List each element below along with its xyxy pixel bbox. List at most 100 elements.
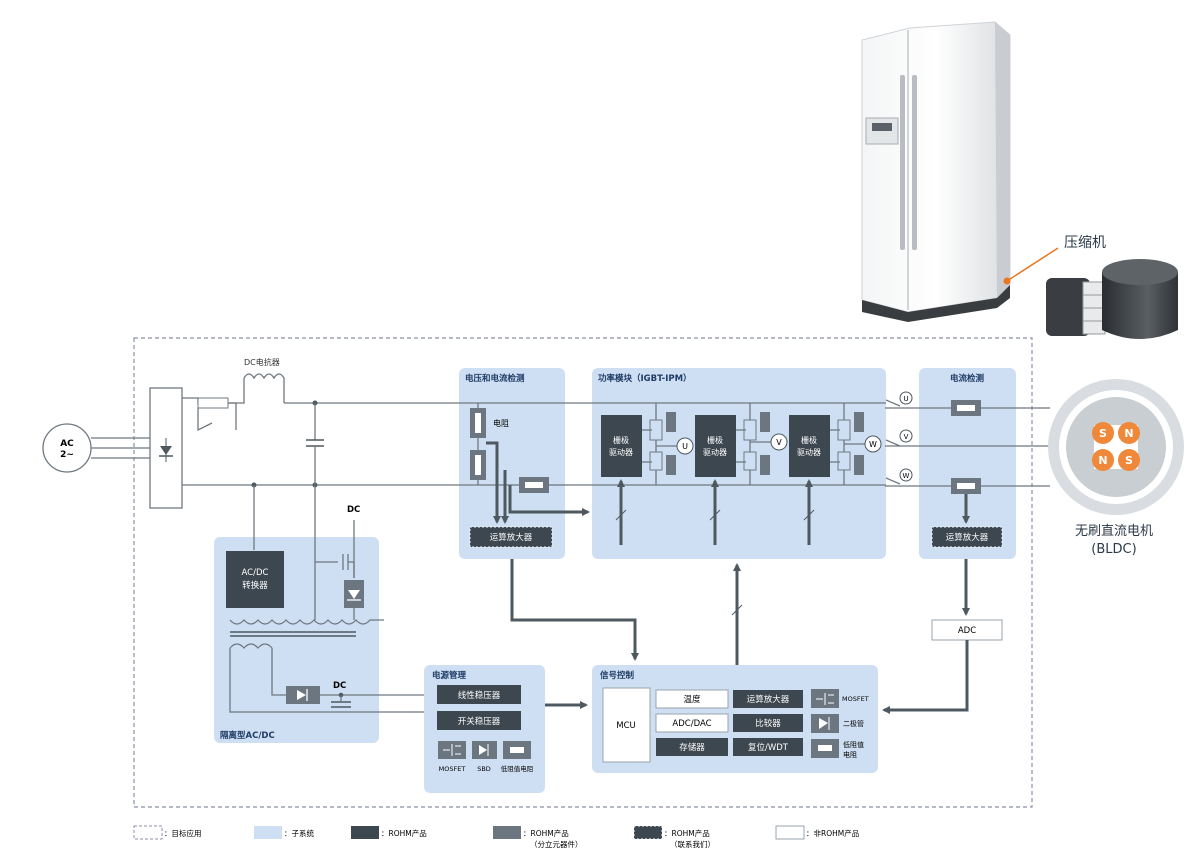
- compressor-label: 压缩机: [1064, 235, 1106, 251]
- svg-text:（联系我们）: （联系我们）: [670, 839, 715, 849]
- comparator-box: [733, 714, 803, 732]
- dc-reactor-coil: [243, 373, 285, 403]
- cd-opamp-box: [931, 526, 1003, 548]
- svg-text:运算放大器: 运算放大器: [747, 694, 790, 705]
- pm-part-resistor: 低阻值电阻: [501, 764, 534, 773]
- gate-driver-u: 栅极 驱动器: [601, 415, 642, 477]
- current-detect-block: [919, 368, 1016, 559]
- sc-diode-label: 二极管: [843, 719, 864, 728]
- legend-swatch-non-rohm: [775, 825, 805, 840]
- gate-driver-v: 栅极 驱动器: [695, 415, 736, 477]
- reset-wdt-box: [733, 738, 803, 756]
- svg-text:存储器: 存储器: [679, 742, 705, 753]
- dc-mid-label: DC: [333, 681, 346, 691]
- acdc-converter-label-2: 转换器: [242, 580, 268, 591]
- svg-text:开关稳压器: 开关稳压器: [458, 716, 501, 727]
- sc-diode-icon: [811, 714, 839, 733]
- legend-swatch-target: [133, 825, 163, 840]
- svg-text:S: S: [1125, 454, 1133, 467]
- isolated-acdc-title: 隔离型AC/DC: [220, 730, 275, 741]
- svg-text:线性稳压器: 线性稳压器: [458, 690, 501, 701]
- acdc-converter-box: [226, 551, 284, 608]
- legend-swatch-subsystem: [254, 826, 282, 839]
- svg-text:驱动器: 驱动器: [797, 447, 821, 457]
- acdc-converter-label-1: AC/DC: [242, 568, 269, 578]
- svg-text:栅极: 栅极: [801, 435, 817, 445]
- legend: ：目标应用 ：子系统 ：ROHM产品 ：ROHM产品 （分立元器件） ：ROHM…: [133, 825, 859, 849]
- inrush-resistor: [197, 397, 229, 409]
- transformer-coil-secondary: [229, 643, 273, 649]
- dc-reactor-label: DC电抗器: [244, 357, 280, 367]
- igbt-bridge-u: [642, 403, 677, 485]
- svg-text:U: U: [903, 395, 908, 403]
- pm-part-sbd: SBD: [477, 765, 491, 773]
- adc-label: ADC: [958, 626, 976, 636]
- dc-top-label: DC: [347, 505, 360, 515]
- igbt-bridge-w: [830, 403, 866, 485]
- svg-text:栅极: 栅极: [613, 435, 629, 445]
- svg-text:栅极: 栅极: [707, 435, 723, 445]
- svg-text:（分立元器件）: （分立元器件）: [530, 839, 583, 849]
- adc-dac-box: [655, 713, 729, 733]
- svg-text:：目标应用: ：目标应用: [164, 828, 202, 838]
- power-management-title: 电源管理: [432, 670, 467, 681]
- cd-opamp-label: 运算放大器: [946, 532, 989, 543]
- pm-sbd-icon: [472, 741, 497, 759]
- compressor-leader-dot: [1003, 277, 1011, 285]
- phase-v-circle: V: [770, 433, 788, 451]
- target-application-frame: [133, 337, 1033, 808]
- svg-text:：非ROHM产品: ：非ROHM产品: [806, 828, 859, 838]
- svg-text:V: V: [904, 433, 909, 441]
- switching-regulator: [437, 711, 521, 730]
- motor-name: 无刷直流电机: [1075, 524, 1153, 539]
- linear-regulator: [437, 685, 521, 704]
- svg-text:：ROHM产品: ：ROHM产品: [381, 828, 427, 838]
- phase-w-circle: W: [864, 435, 882, 453]
- rectifier-bridge: [149, 387, 183, 509]
- sc-opamp-box: [733, 690, 803, 708]
- current-detect-title: 电流检测: [950, 373, 985, 384]
- compressor-leader: [1006, 247, 1059, 282]
- svg-text:驱动器: 驱动器: [609, 447, 633, 457]
- gate-driver-w: 栅极 驱动器: [789, 415, 830, 477]
- svg-text:S: S: [1099, 427, 1107, 440]
- svg-text:：ROHM产品: ：ROHM产品: [664, 828, 710, 838]
- transformer-coil-primary: [229, 619, 384, 625]
- phase-u-out: U: [899, 391, 913, 405]
- sc-mosfet-icon: [811, 689, 839, 708]
- temperature-box: [655, 689, 729, 709]
- svg-text:：子系统: ：子系统: [284, 828, 314, 838]
- sc-low-res-label-1: 低阻值: [843, 740, 864, 749]
- phase-u-circle: U: [676, 437, 694, 455]
- compressor-illustration: [1046, 259, 1178, 339]
- svg-text:ADC/DAC: ADC/DAC: [672, 719, 711, 729]
- svg-text:MCU: MCU: [616, 721, 636, 731]
- svg-text:N: N: [1124, 427, 1133, 440]
- power-module-title: 功率模块（IGBT-IPM）: [598, 373, 692, 384]
- vi-opamp-box: [469, 526, 553, 548]
- svg-text:比较器: 比较器: [755, 718, 781, 729]
- svg-text:复位/WDT: 复位/WDT: [748, 742, 789, 753]
- svg-text:W: W: [869, 440, 877, 449]
- legend-swatch-contact: [633, 825, 663, 840]
- sc-low-res-label-2: 电阻: [843, 750, 857, 759]
- svg-text:：ROHM产品: ：ROHM产品: [523, 828, 569, 838]
- svg-text:N: N: [1098, 454, 1107, 467]
- svg-text:温度: 温度: [683, 694, 701, 705]
- bldc-motor: S N N S: [1048, 379, 1184, 515]
- svg-text:W: W: [903, 472, 910, 480]
- refrigerator-illustration: [861, 21, 1011, 322]
- pm-part-mosfet: MOSFET: [439, 765, 466, 773]
- pm-mosfet-icon: [438, 741, 466, 759]
- mcu-box: [602, 687, 651, 763]
- phase-v-out: V: [899, 429, 913, 443]
- svg-text:驱动器: 驱动器: [703, 447, 727, 457]
- phase-w-out: W: [899, 468, 913, 482]
- voltage-current-detect-title: 电压和电流检测: [465, 373, 525, 384]
- pm-resistor-icon: [503, 741, 531, 759]
- legend-swatch-rohm: [351, 826, 379, 839]
- igbt-bridge-v: [736, 403, 771, 485]
- ac-source-label-2: 2~: [60, 450, 74, 460]
- vi-opamp-label: 运算放大器: [490, 532, 533, 543]
- signal-control-title: 信号控制: [600, 670, 635, 681]
